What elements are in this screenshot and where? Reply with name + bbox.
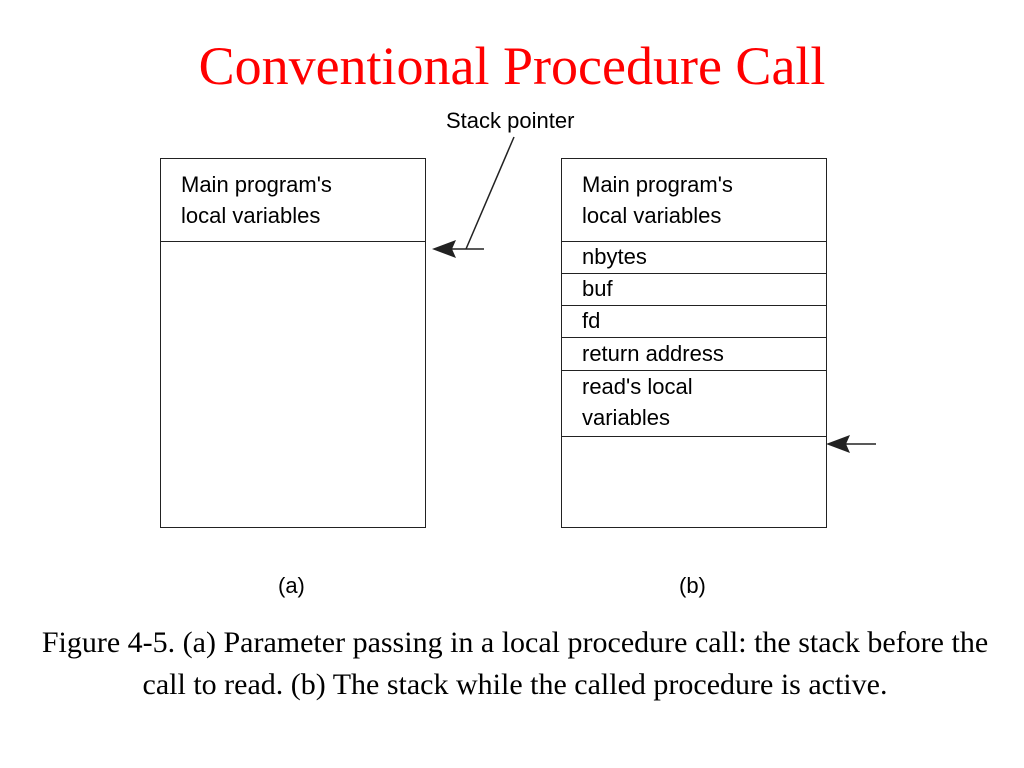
stack-b-arrowhead: [826, 435, 850, 453]
stack-b-fd: fd: [562, 306, 826, 338]
stack-a: Main program's local variables: [160, 158, 426, 528]
stack-a-label: (a): [278, 573, 305, 598]
stack-a-main-locals: Main program's local variables: [161, 169, 425, 242]
stack-b-return-address: return address: [562, 338, 826, 371]
stack-b-main-locals: Main program's local variables: [562, 169, 826, 242]
stack-b-label: (b): [679, 573, 706, 598]
stack-b: Main program's local variables nbytes bu…: [561, 158, 827, 528]
stack-pointer-leader-line: [465, 136, 515, 250]
page-title: Conventional Procedure Call: [198, 36, 826, 96]
stack-b-nbytes: nbytes: [562, 242, 826, 274]
stack-pointer-label: Stack pointer: [446, 108, 575, 133]
figure-caption: Figure 4-5. (a) Parameter passing in a l…: [41, 626, 989, 701]
stack-b-read-locals: read's local variables: [562, 371, 826, 437]
stack-b-buf: buf: [562, 274, 826, 306]
stack-a-arrowhead: [432, 240, 456, 258]
